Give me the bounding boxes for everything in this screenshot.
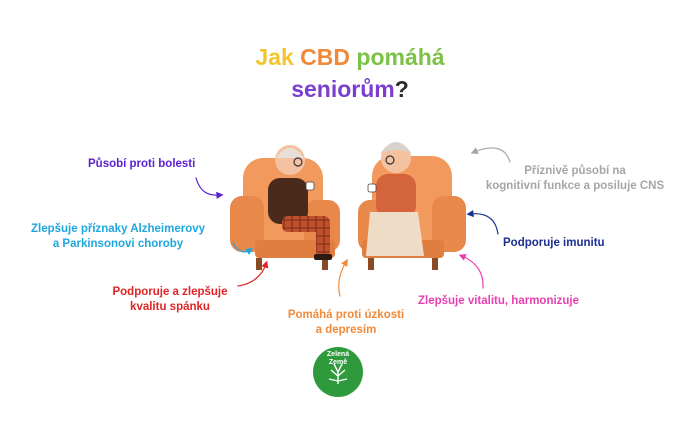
- title-word: seniorům: [291, 76, 395, 102]
- logo-text-line-2: Země: [328, 359, 348, 366]
- benefit-uzkost: Pomáhá proti úzkosti a depresím: [287, 309, 405, 336]
- benefit-bolest: Působí proti bolesti: [88, 158, 196, 170]
- arrow-imunita: [466, 210, 499, 235]
- arrow-uzkost: [338, 258, 348, 297]
- title-line-1: Jak CBD pomáhá: [0, 44, 700, 71]
- grandma-figure: [366, 142, 424, 256]
- title-word: CBD: [300, 44, 351, 70]
- benefit-imunita: Podporuje imunitu: [503, 237, 605, 249]
- title-word: Jak: [255, 44, 294, 70]
- benefit-alzheimer: Zlepšuje příznaky Alzheimerovy a Parkins…: [30, 223, 206, 250]
- logo: [313, 347, 363, 397]
- title-word: ?: [394, 76, 409, 102]
- benefit-spanek: Podporuje a zlepšuje kvalitu spánku: [112, 286, 228, 313]
- title-word: pomáhá: [356, 44, 445, 70]
- benefit-kognice: Příznivě působí na kognitivní funkce a p…: [485, 165, 665, 192]
- benefit-vitalita: Zlepšuje vitalitu, harmonizuje: [418, 295, 580, 307]
- arrow-vitalita: [458, 254, 484, 289]
- arrow-alzheimer: [232, 242, 253, 255]
- title-line-2: seniorům?: [0, 76, 700, 103]
- arrow-bolest: [195, 177, 224, 199]
- arrow-spanek: [237, 260, 269, 287]
- grandpa-figure: [268, 145, 332, 260]
- arrow-kognice: [470, 147, 511, 163]
- logo-text-line-1: Zelená: [326, 351, 350, 358]
